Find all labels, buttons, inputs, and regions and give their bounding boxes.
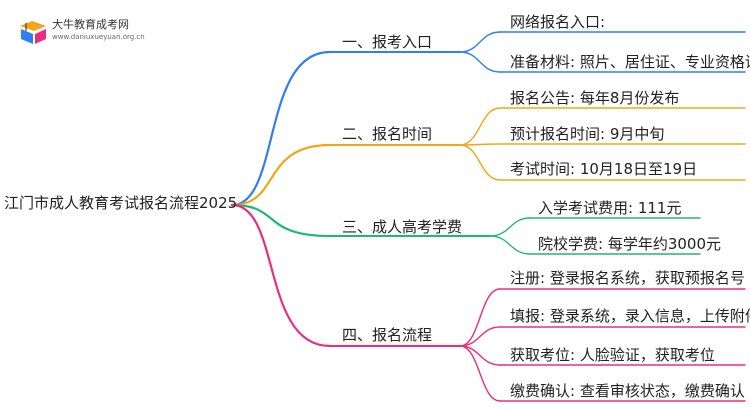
leaf-connector <box>459 107 501 146</box>
site-logo[interactable]: 大牛教育成考网 www.daniuxueyuan.org.cn <box>18 16 145 48</box>
leaf-announcement[interactable]: 报名公告: 每年8月份发布 <box>510 89 680 107</box>
book-logo-icon <box>20 21 46 44</box>
leaf-expected-time[interactable]: 预计报名时间: 9月中旬 <box>510 125 665 143</box>
branch-tuition[interactable]: 三、成人高考学费 <box>342 218 463 236</box>
branch-registration-time[interactable]: 二、报名时间 <box>342 125 433 143</box>
branch-process[interactable]: 四、报名流程 <box>342 326 433 344</box>
root-topic[interactable]: 江门市成人教育考试报名流程2025 <box>4 194 238 212</box>
leaf-connector <box>459 345 501 402</box>
branch-connector <box>230 50 332 207</box>
leaf-connector <box>459 31 501 53</box>
leaf-connector <box>459 288 501 347</box>
logo-site-url: www.daniuxueyuan.org.cn <box>52 33 145 41</box>
leaf-online-entry[interactable]: 网络报名入口: <box>510 13 606 31</box>
logo-site-name: 大牛教育成考网 <box>52 18 129 31</box>
leaf-school-fee[interactable]: 院校学费: 每学年约3000元 <box>538 235 721 253</box>
branch-connector <box>230 203 332 348</box>
leaf-get-seat[interactable]: 获取考位: 人脸验证，获取考位 <box>510 346 715 364</box>
leaf-connector <box>459 144 501 181</box>
branch-registration-entry[interactable]: 一、报考入口 <box>342 33 433 51</box>
leaf-materials[interactable]: 准备材料: 照片、居住证、专业资格证 <box>510 53 750 71</box>
leaf-connector <box>459 326 501 347</box>
leaf-exam-time[interactable]: 考试时间: 10月18日至19日 <box>510 160 698 178</box>
leaf-fill-in[interactable]: 填报: 登录系统，录入信息，上传附件 <box>510 307 750 325</box>
leaf-exam-fee[interactable]: 入学考试费用: 111元 <box>538 199 682 217</box>
leaf-connector <box>459 51 501 73</box>
leaf-connector <box>459 345 501 366</box>
leaf-connector <box>489 217 531 237</box>
leaf-connector <box>489 235 531 255</box>
leaf-register[interactable]: 注册: 登录报名系统，获取预报名号 <box>510 269 745 287</box>
branch-connector <box>230 203 332 238</box>
leaf-payment[interactable]: 缴费确认: 查看审核状态，缴费确认 <box>510 382 745 400</box>
branch-connector <box>230 143 332 207</box>
